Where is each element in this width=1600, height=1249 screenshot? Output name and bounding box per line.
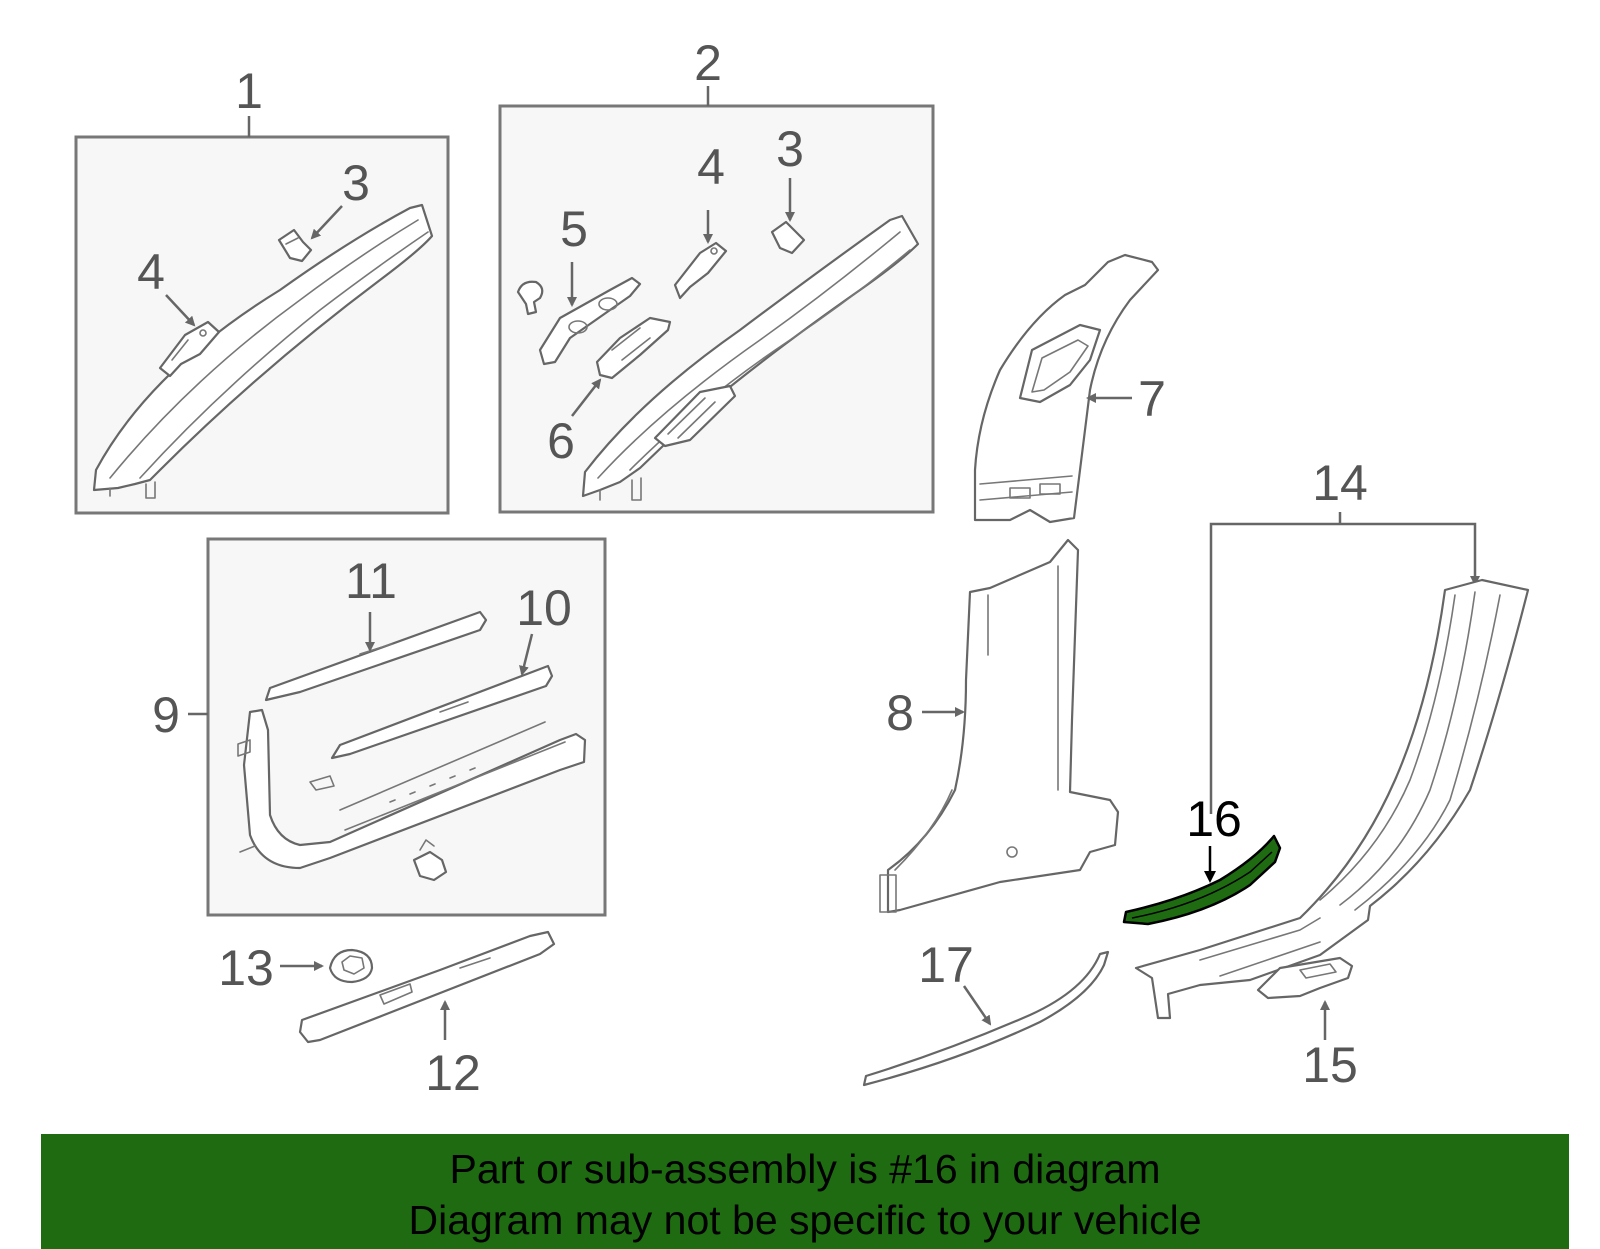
callout-15: 15 [1302, 1037, 1358, 1093]
callout-17: 17 [918, 937, 974, 993]
callout-5: 5 [560, 201, 588, 257]
part-14-rear-pillar-trim: 14 [1134, 455, 1530, 1020]
callout-10: 10 [516, 580, 572, 636]
info-banner: Part or sub-assembly is #16 in diagram D… [41, 1134, 1569, 1249]
banner-line-1: Part or sub-assembly is #16 in diagram [449, 1146, 1161, 1192]
clip-part-3-group2 [770, 220, 806, 255]
module-part-6 [595, 316, 672, 380]
callout-13: 13 [218, 940, 274, 996]
scuff-strip-part-17 [862, 950, 1110, 1087]
group-2-a-pillar-trim: 2 3 4 5 6 [498, 35, 935, 514]
callout-2: 2 [694, 35, 722, 91]
group-9-sill-trim: 9 10 11 [152, 537, 607, 917]
vent-grille [653, 384, 737, 448]
group-2-box [498, 104, 935, 514]
group-1-a-pillar-trim: 1 3 4 [74, 63, 450, 515]
rear-pillar-trim [1134, 578, 1530, 1020]
callout-12: 12 [425, 1045, 481, 1101]
push-pin [516, 280, 544, 316]
part-7-b-pillar-upper-trim: 7 [973, 253, 1166, 524]
sill-strip-part-11 [264, 610, 488, 702]
clip-part-3 [277, 228, 313, 263]
callout-16: 16 [1186, 791, 1242, 847]
sill-bracket-part-12 [298, 930, 556, 1044]
callout-1: 1 [235, 63, 263, 119]
part-17: 17 [862, 937, 1110, 1087]
part-8-b-pillar-lower-trim: 8 [879, 538, 1120, 914]
part-16-highlighted-trim: 16 [1122, 791, 1282, 926]
b-pillar-lower-trim [886, 538, 1120, 914]
callout-14: 14 [1312, 455, 1368, 511]
callout-7: 7 [1138, 371, 1166, 427]
highlighted-trim-part-16 [1122, 834, 1282, 926]
clip-part-4-group2 [673, 241, 728, 300]
callout-11: 11 [345, 553, 397, 609]
nut-part-13 [328, 948, 374, 984]
callout-4-group2: 4 [697, 139, 725, 195]
sill-plate-trim [242, 708, 587, 870]
callout-3-group2: 3 [776, 121, 804, 177]
callout-3-group1: 3 [342, 155, 370, 211]
grab-handle-recess [1018, 323, 1102, 404]
callout-6: 6 [547, 413, 575, 469]
part-15: 15 [1256, 956, 1358, 1093]
callout-4-group1: 4 [137, 244, 165, 300]
bolt [412, 850, 448, 882]
parts-12-13: 12 13 [218, 930, 556, 1101]
b-pillar-upper-trim [973, 253, 1160, 524]
callout-8: 8 [886, 685, 914, 741]
banner-line-2: Diagram may not be specific to your vehi… [408, 1197, 1202, 1243]
callout-9: 9 [152, 687, 180, 743]
